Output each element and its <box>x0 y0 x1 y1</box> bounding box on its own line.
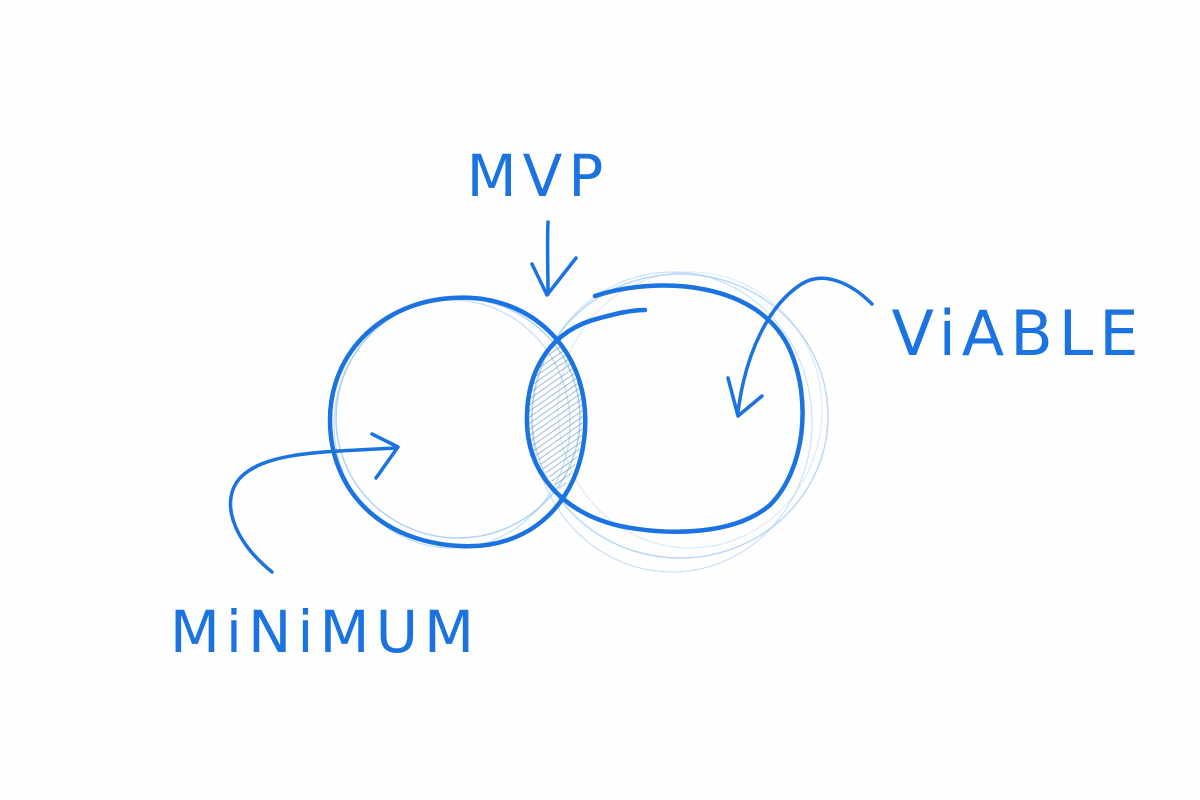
label-mvp: MVP <box>467 142 610 210</box>
mvp-arrow <box>530 220 578 297</box>
label-viable: ViABLE <box>892 297 1145 370</box>
label-minimum: MiNiMUM <box>170 598 480 666</box>
minimum-arrow <box>228 432 400 574</box>
right-circle <box>524 283 805 534</box>
viable-arrow <box>726 276 874 418</box>
left-circle <box>327 295 588 549</box>
